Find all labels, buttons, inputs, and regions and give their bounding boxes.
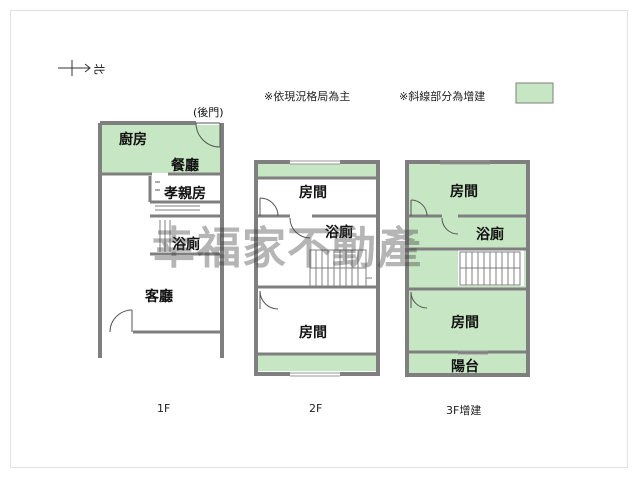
floor1-parents-room-fill (151, 178, 220, 202)
floor1-caption: 1F (157, 402, 171, 415)
floor2-plan (254, 160, 380, 377)
floor2-room-bottom-label: 房間 (299, 325, 327, 341)
floor3-balcony-label: 陽台 (451, 359, 479, 375)
outer-frame (10, 10, 628, 468)
floor1-living-label: 客廳 (145, 289, 173, 305)
note-addition-text: ※斜線部分為增建 (399, 90, 486, 103)
floor2-bottom-strip-fill (258, 354, 376, 371)
north-label: 北 (92, 63, 106, 75)
floor1-dining-label: 餐廳 (171, 158, 199, 174)
floor2-caption: 2F (309, 402, 323, 415)
floor3-room-bottom-label: 房間 (451, 315, 479, 331)
floor1-kitchen-fill (102, 125, 220, 173)
floor2-room-top-label: 房間 (299, 185, 327, 201)
note-layout-text: ※依現況格局為主 (264, 90, 351, 103)
floor1-back-door-label: (後門) (193, 106, 224, 119)
floor3-plan (405, 160, 530, 377)
floor1-bathroom-label: 浴廁 (172, 237, 200, 253)
floor3-caption: 3F增建 (446, 404, 482, 417)
floor3-room-top-label: 房間 (450, 184, 478, 200)
floor2-bathroom-label: 浴廁 (325, 225, 353, 241)
watermark-text: 幸福家不動產 (152, 223, 422, 274)
floor2-top-strip-fill (258, 164, 376, 178)
legend-addition-swatch (515, 82, 554, 104)
floor3-bathroom-label: 浴廁 (476, 227, 504, 243)
floor1-plan (98, 121, 224, 358)
floor1-kitchen-label: 廚房 (119, 132, 147, 148)
floor1-parents-room-label: 孝親房 (164, 186, 206, 202)
north-arrow-icon (58, 60, 91, 76)
